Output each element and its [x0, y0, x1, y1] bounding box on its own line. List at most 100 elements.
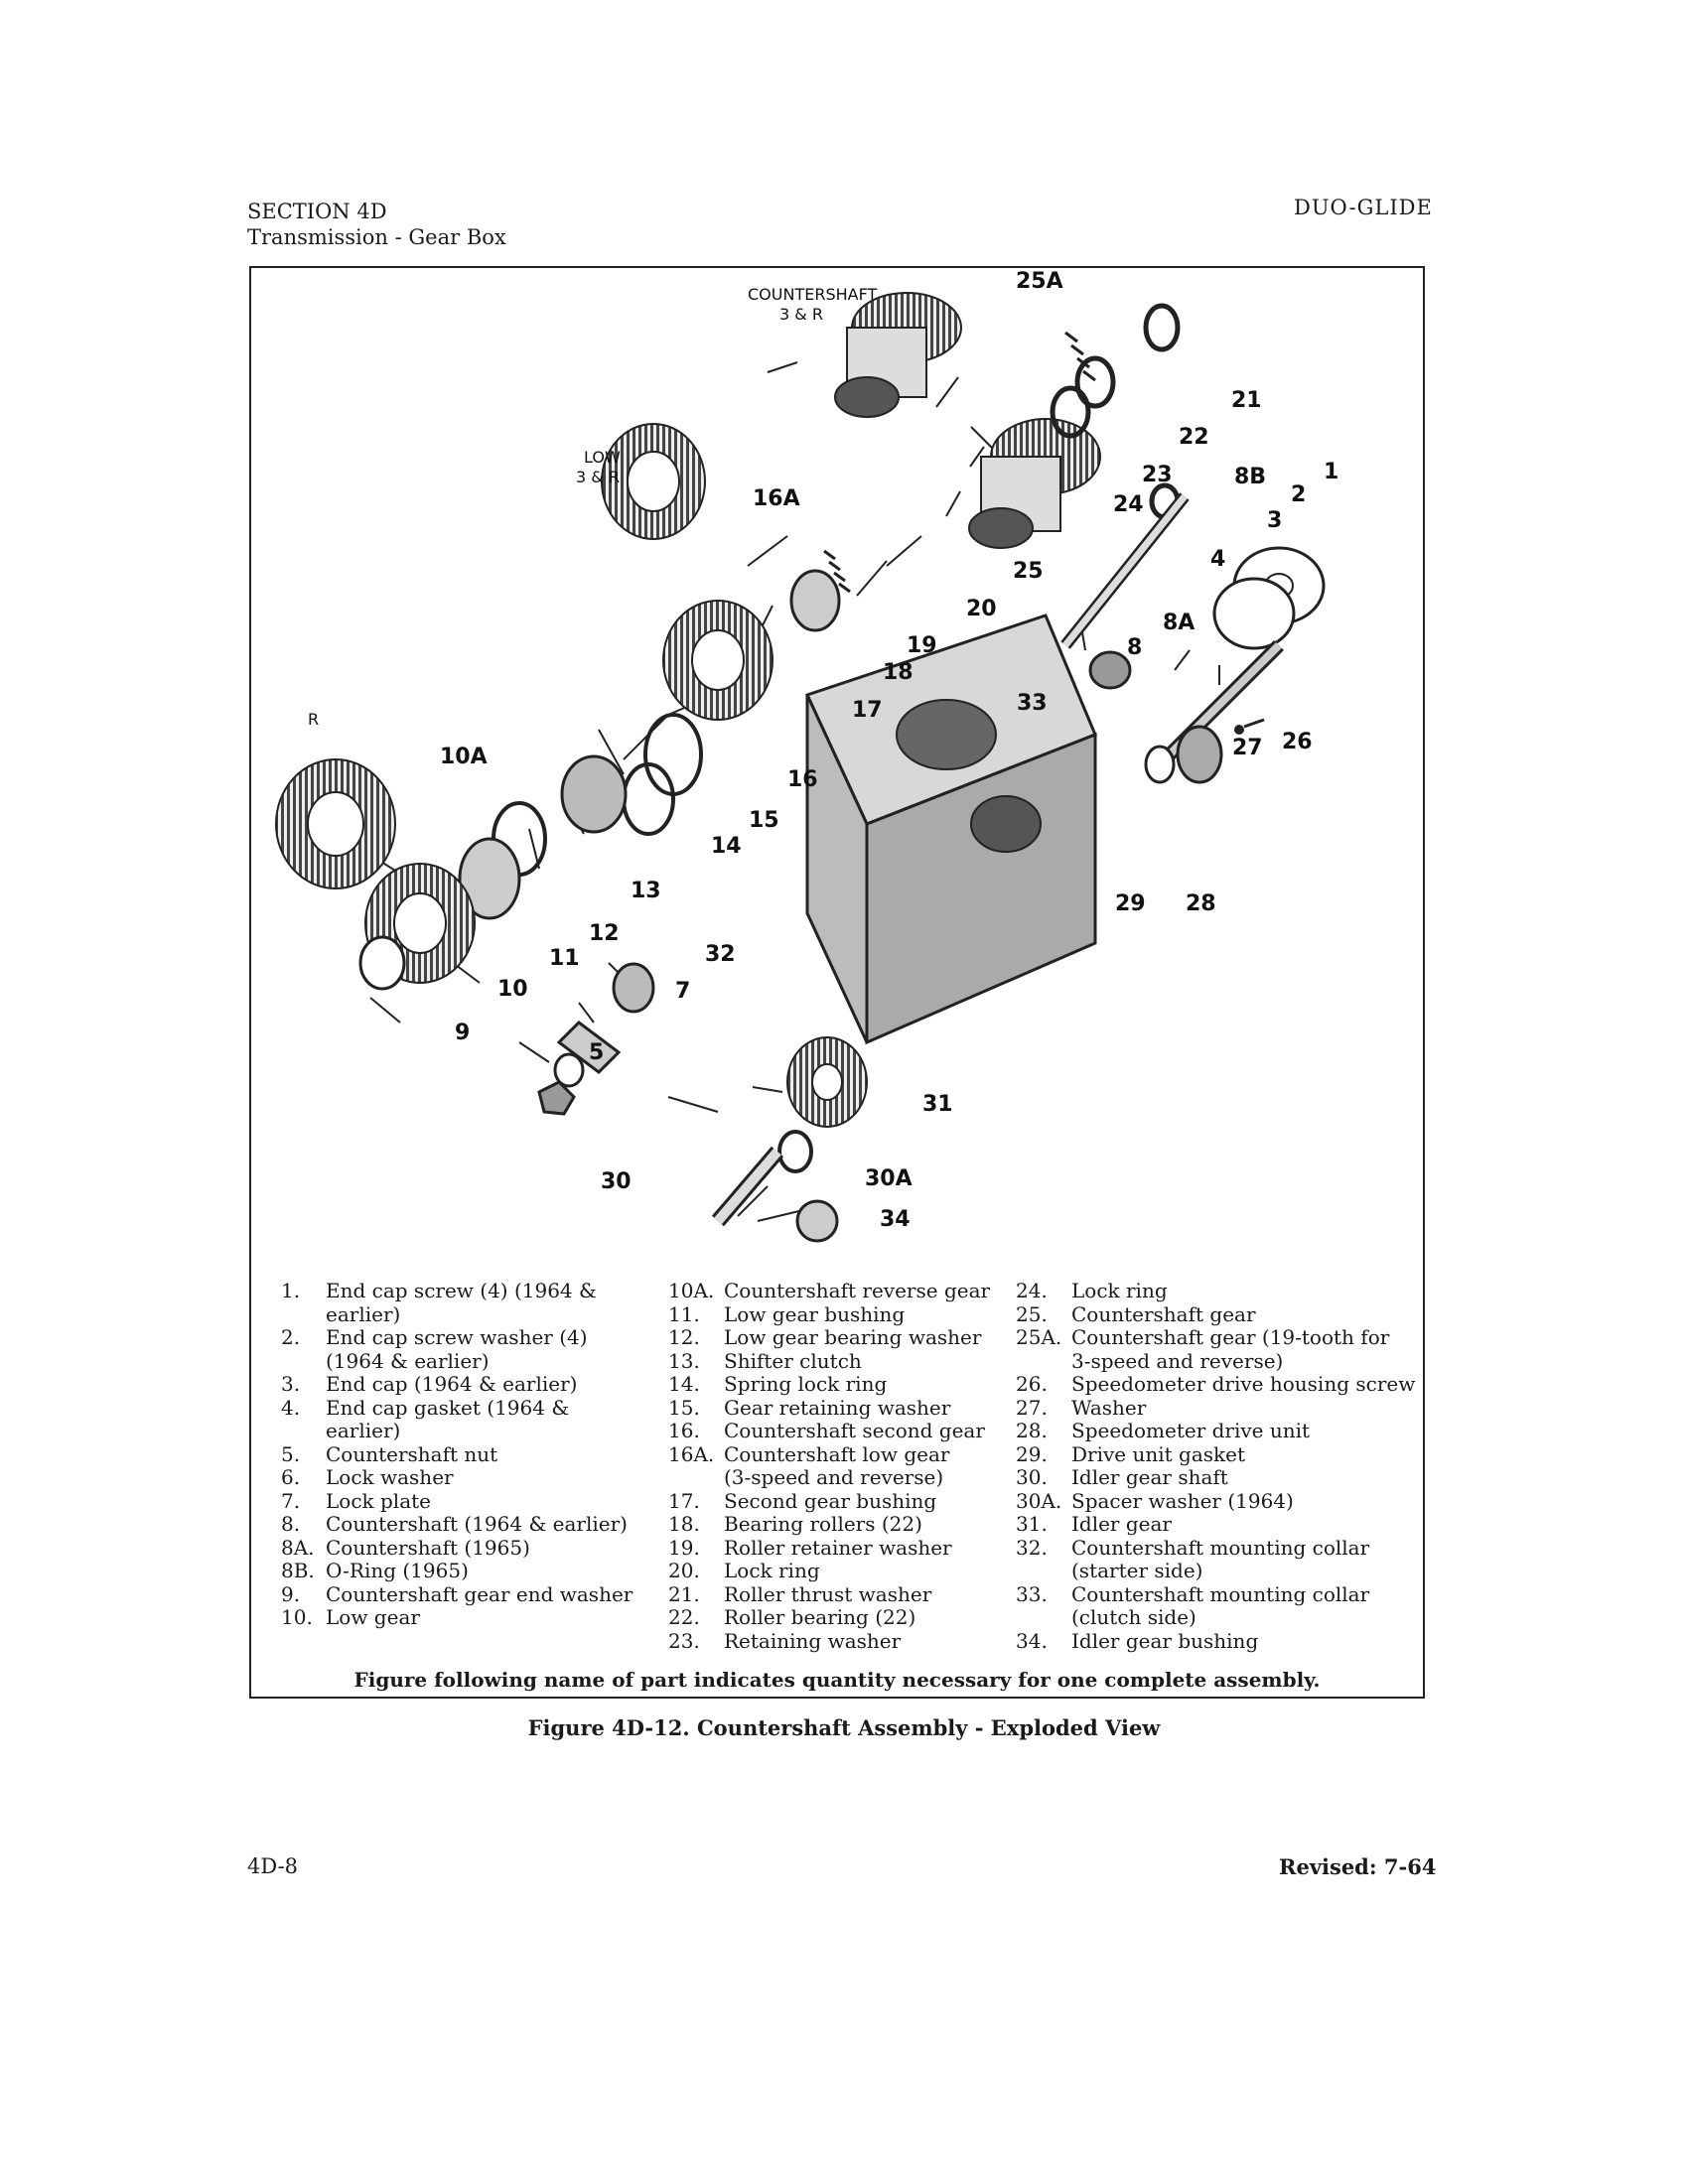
legend-item-number: 10A. — [668, 1279, 715, 1302]
legend-item-number: 4. — [281, 1395, 301, 1420]
legend-item-number: 27. — [1016, 1395, 1048, 1420]
legend-item-name: Low gear bearing washer — [724, 1325, 982, 1349]
legend-item: 4. End cap gasket (1964 & earlier) — [281, 1395, 678, 1443]
legend-item-name: Gear retaining washer — [724, 1395, 951, 1420]
legend-item: 27.Washer — [1016, 1395, 1418, 1421]
callout-16: 16 — [787, 767, 818, 792]
callout-15: 15 — [749, 808, 779, 833]
callout-28: 28 — [1186, 891, 1216, 916]
legend-item-number: 18. — [668, 1512, 700, 1536]
callout-2: 2 — [1291, 482, 1307, 507]
legend-item: 1. End cap screw (4) (1964 & earlier) — [281, 1279, 678, 1326]
callout-23: 23 — [1142, 463, 1173, 487]
legend-item: 15. Gear retaining washer — [668, 1395, 1011, 1421]
legend-item: 6.Lock washer — [281, 1465, 678, 1490]
legend-item-name: Lock plate — [326, 1488, 431, 1513]
legend-item-name: Speedometer drive housing screw — [1071, 1372, 1416, 1396]
callout-10: 10 — [497, 977, 528, 1002]
legend-item-name: Bearing rollers (22) — [724, 1512, 922, 1536]
legend-item-name: Countershaft (1964 & earlier) — [326, 1512, 628, 1536]
callout-27: 27 — [1232, 736, 1263, 760]
legend-item-name: Countershaft mounting collar (clutch sid… — [1071, 1581, 1370, 1629]
legend-item-number: 24. — [1016, 1279, 1048, 1302]
legend-item: 16A.Countershaft low gear (3-speed and r… — [668, 1442, 1011, 1490]
legend-item-name: Countershaft (1965) — [326, 1535, 530, 1560]
legend-item: 3.End cap (1964 & earlier) — [281, 1372, 678, 1397]
callout-22: 22 — [1179, 425, 1209, 450]
callout-10a: 10A — [440, 745, 488, 769]
legend-item-number: 25. — [1016, 1301, 1048, 1326]
countershaft-group-sublabel: 3 & R — [779, 305, 823, 324]
legend-item: 29.Drive unit gasket — [1016, 1441, 1418, 1467]
callout-30a: 30A — [865, 1166, 913, 1191]
legend-item-name: O-Ring (1965) — [326, 1559, 469, 1582]
legend-item-number: 2. — [281, 1325, 301, 1349]
legend-item-name: Countershaft mounting collar (starter si… — [1071, 1535, 1370, 1582]
legend-item-number: 8. — [281, 1512, 301, 1536]
reverse-group-label: R — [308, 710, 320, 729]
legend-item-number: 12. — [668, 1325, 700, 1349]
callout-25: 25 — [1013, 559, 1044, 584]
figure-caption: Figure 4D-12. Countershaft Assembly - Ex… — [527, 1715, 1161, 1740]
legend-item-number: 10. — [281, 1605, 313, 1629]
legend-item-name: Lock ring — [724, 1559, 820, 1582]
legend-item: 30.Idler gear shaft — [1016, 1465, 1418, 1490]
callout-14: 14 — [711, 834, 742, 859]
low-group-label: LOW — [584, 448, 621, 467]
legend-item: 7. Lock plate — [281, 1488, 678, 1514]
legend-item: 9. Countershaft gear end washer — [281, 1581, 678, 1607]
legend-item-name: Countershaft gear end washer — [326, 1581, 633, 1606]
legend-item: 10.Low gear — [281, 1605, 678, 1630]
legend-item-name: Shifter clutch — [724, 1348, 862, 1373]
legend-item: 11.Low gear bushing — [668, 1302, 1011, 1327]
revision-date: Revised: 7-64 — [1279, 1854, 1437, 1879]
legend-item-name: Idler gear shaft — [1071, 1465, 1228, 1489]
callout-3: 3 — [1267, 508, 1283, 533]
countershaft-gear-25a-drawing — [834, 292, 962, 418]
legend-item-number: 29. — [1016, 1441, 1048, 1466]
callout-30: 30 — [601, 1169, 632, 1194]
legend-item-number: 1. — [281, 1279, 301, 1302]
legend-item-name: Countershaft gear (19-tooth for 3-speed … — [1071, 1325, 1390, 1373]
callout-25a: 25A — [1016, 269, 1063, 294]
legend-item-number: 6. — [281, 1465, 301, 1489]
legend-item: 8A.Countershaft (1965) — [281, 1535, 678, 1561]
legend-item-number: 28. — [1016, 1419, 1048, 1442]
second-gear-16-drawing — [662, 600, 774, 721]
callout-8b: 8B — [1234, 465, 1267, 489]
legend-item-number: 9. — [281, 1581, 301, 1606]
legend-item: 21. Roller thrust washer — [668, 1581, 1011, 1607]
legend-item: 13.Shifter clutch — [668, 1348, 1011, 1374]
legend-item-number: 21. — [668, 1581, 700, 1606]
callout-8a: 8A — [1163, 611, 1196, 635]
legend-item-name: End cap screw (4) (1964 & earlier) — [326, 1279, 597, 1326]
parts-legend: 1. End cap screw (4) (1964 & earlier) 2. En… — [251, 1279, 1423, 1652]
legend-item: 34.Idler gear bushing — [1016, 1628, 1418, 1654]
low-gear-16a-drawing — [601, 423, 706, 540]
legend-item-name: Second gear bushing — [724, 1488, 937, 1513]
legend-item-name: Idler gear — [1071, 1512, 1172, 1536]
legend-item-number: 15. — [668, 1395, 700, 1420]
callout-1: 1 — [1324, 460, 1339, 484]
callout-8: 8 — [1127, 635, 1143, 660]
legend-item-name: Roller thrust washer — [724, 1581, 932, 1606]
legend-item: 22.Roller bearing (22) — [668, 1605, 1011, 1630]
countershaft-group-label: COUNTERSHAFT — [748, 285, 878, 304]
legend-item-number: 33. — [1016, 1581, 1048, 1606]
legend-item-name: Countershaft nut — [326, 1441, 498, 1466]
legend-item-name: End cap gasket (1964 & earlier) — [326, 1395, 570, 1442]
legend-item-name: End cap screw washer (4) (1964 & earlier… — [326, 1325, 588, 1373]
legend-item-name: Lock ring — [1071, 1279, 1168, 1302]
legend-item-name: Idler gear bushing — [1071, 1628, 1259, 1653]
legend-item-number: 16. — [668, 1419, 700, 1442]
legend-item: 24. Lock ring — [1016, 1279, 1418, 1303]
callout-19: 19 — [907, 633, 937, 658]
legend-item-number: 7. — [281, 1488, 301, 1513]
reverse-gear-10a-drawing — [275, 758, 396, 889]
legend-item-name: Spring lock ring — [724, 1372, 888, 1396]
legend-item-number: 25A. — [1016, 1325, 1062, 1349]
legend-item: 18. Bearing rollers (22) — [668, 1512, 1011, 1537]
section-subtitle: Transmission - Gear Box — [247, 225, 506, 249]
